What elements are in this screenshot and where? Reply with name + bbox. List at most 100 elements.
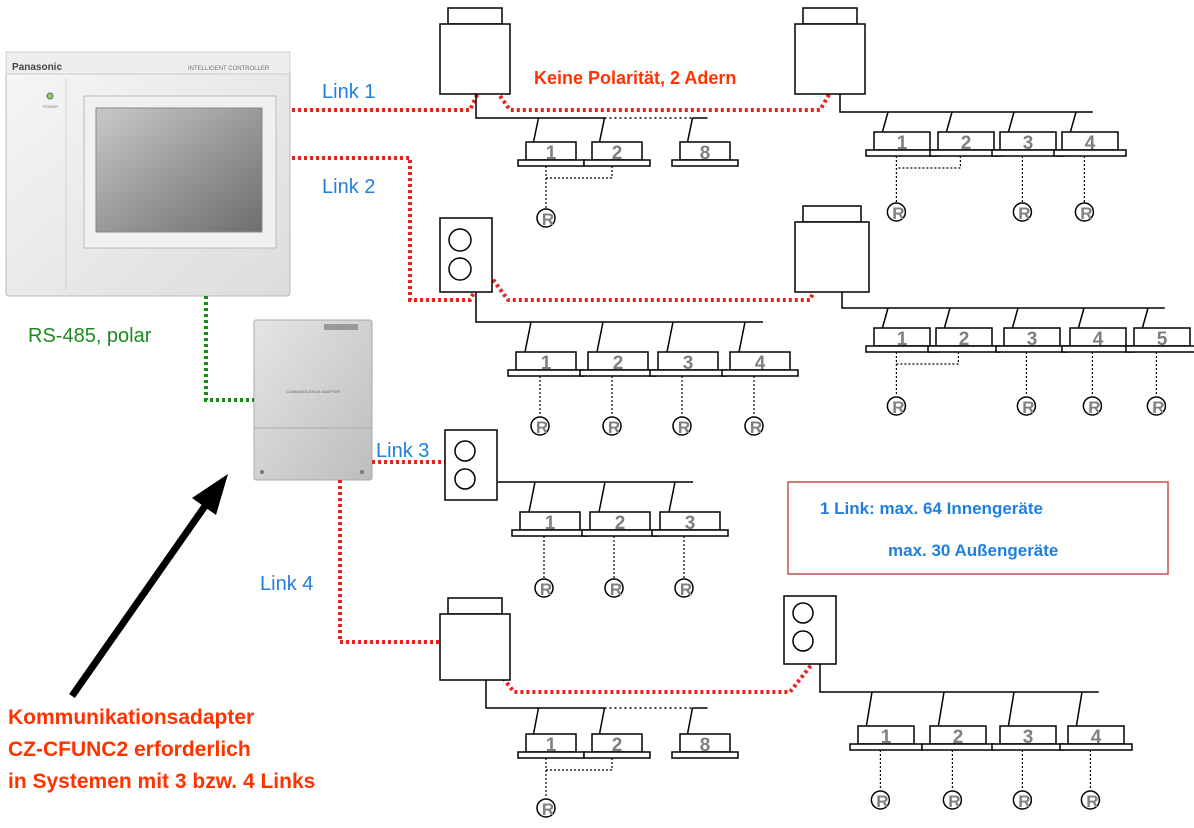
remote-control-icon xyxy=(886,396,907,416)
indoor-unit: 1 xyxy=(865,307,939,353)
refrigerant-branch xyxy=(598,481,606,513)
outdoor-unit-6 xyxy=(439,597,511,681)
remote-symbol: R xyxy=(1018,792,1030,811)
indoor-unit: 1 xyxy=(507,321,585,377)
remote-wire xyxy=(546,166,613,179)
indoor-unit-number: 8 xyxy=(700,143,711,164)
remote-control-icon xyxy=(536,798,556,818)
refrigerant-branch xyxy=(598,707,606,735)
remote-symbol: R xyxy=(1152,398,1164,417)
indoor-unit: 3 xyxy=(991,691,1065,751)
indoor-unit: 4 xyxy=(721,321,799,377)
refrigerant-branch xyxy=(881,307,889,329)
wire-link4-b xyxy=(490,662,814,694)
indoor-unit-number: 3 xyxy=(1023,727,1034,748)
indoor-unit-number: 1 xyxy=(541,353,552,374)
indoor-unit-number: 1 xyxy=(546,143,557,164)
indoor-unit-number: 4 xyxy=(1085,133,1096,154)
indoor-unit: 1 xyxy=(511,481,589,537)
indoor-unit: 5 xyxy=(1125,307,1194,353)
indoor-unit: 2 xyxy=(583,707,651,759)
indoor-unit: 1 xyxy=(865,111,939,157)
indoor-unit: 1 xyxy=(849,691,923,751)
remote-symbol: R xyxy=(876,792,888,811)
indoor-unit: 1 xyxy=(517,117,585,167)
indoor-unit: 3 xyxy=(649,321,727,377)
remote-symbol: R xyxy=(948,792,960,811)
remote-control-icon xyxy=(1016,396,1037,416)
remote-control-icon xyxy=(744,416,764,436)
refrigerant-branch xyxy=(666,321,674,353)
outdoor-unit-2 xyxy=(794,7,866,95)
remote-control-icon xyxy=(886,202,907,222)
indoor-unit: 2 xyxy=(581,481,659,537)
controller-screen xyxy=(95,107,263,233)
refrigerant-branch xyxy=(532,707,540,735)
outdoor-unit-5-fan xyxy=(444,429,498,501)
indoor-unit-number: 1 xyxy=(897,133,908,154)
remote-control-icon xyxy=(1012,790,1033,810)
refrigerant-branch xyxy=(1011,307,1019,329)
indoor-unit-base xyxy=(583,751,651,759)
indoor-unit: 2 xyxy=(929,111,1003,157)
adapter-label: COMMUNICATION ADAPTER xyxy=(286,389,340,394)
indoor-unit-base xyxy=(671,751,739,759)
indoor-unit-number: 3 xyxy=(685,513,696,534)
remote-symbol: R xyxy=(892,398,904,417)
link1-label: Link 1 xyxy=(322,81,375,103)
remote-control-icon xyxy=(870,790,891,810)
indoor-unit: 2 xyxy=(927,307,1001,353)
remote-symbol: R xyxy=(608,418,620,437)
remote-symbol: R xyxy=(536,418,548,437)
refrigerant-branch xyxy=(738,321,746,353)
refrigerant-branch xyxy=(532,117,540,143)
indoor-unit-number: 1 xyxy=(546,735,557,756)
indoor-unit: 8 xyxy=(671,117,739,167)
indoor-unit-base xyxy=(1059,743,1133,751)
indoor-unit: 4 xyxy=(1053,111,1127,157)
fan-icon xyxy=(448,257,472,281)
indoor-unit-number: 3 xyxy=(1023,133,1034,154)
remote-control-icon xyxy=(536,208,556,228)
indoor-unit: 2 xyxy=(921,691,995,751)
indoor-unit-number: 4 xyxy=(1093,329,1104,350)
refrigerant-branch xyxy=(1069,111,1077,133)
indoor-unit: 4 xyxy=(1059,691,1133,751)
refrigerant-line xyxy=(475,94,539,119)
link4-label: Link 4 xyxy=(260,573,313,595)
refrigerant-branch xyxy=(1075,691,1083,727)
indoor-unit-number: 2 xyxy=(961,133,972,154)
indoor-unit-base xyxy=(651,529,729,537)
refrigerant-branch xyxy=(945,111,953,133)
fan-icon xyxy=(448,228,472,252)
refrigerant-branch xyxy=(598,117,606,143)
refrigerant-line xyxy=(841,292,888,309)
remote-symbol: R xyxy=(1080,204,1092,223)
refrigerant-branch xyxy=(686,117,694,143)
refrigerant-line xyxy=(485,680,539,709)
outdoor-unit-3-fan xyxy=(439,217,493,293)
remote-control-icon xyxy=(604,578,624,598)
intelligent-controller: Panasonic INTELLIGENT CONTROLLER POWER xyxy=(5,51,291,297)
indoor-unit-base xyxy=(583,159,651,167)
indoor-unit: 2 xyxy=(579,321,657,377)
indoor-unit: 3 xyxy=(995,307,1069,353)
indoor-unit-base xyxy=(721,369,799,377)
indoor-unit-number: 2 xyxy=(612,735,623,756)
indoor-unit-number: 3 xyxy=(1027,329,1038,350)
indoor-unit-base xyxy=(1125,345,1194,353)
indoor-unit-number: 1 xyxy=(545,513,556,534)
indoor-unit-number: 2 xyxy=(612,143,623,164)
remote-control-icon xyxy=(674,578,694,598)
indoor-unit-number: 4 xyxy=(755,353,766,374)
remote-symbol: R xyxy=(542,800,554,819)
remote-symbol: R xyxy=(892,204,904,223)
indoor-unit-number: 2 xyxy=(615,513,626,534)
remote-wire xyxy=(896,352,960,365)
refrigerant-branch xyxy=(1077,307,1085,329)
outdoor-unit-4 xyxy=(794,205,870,293)
communication-adapter: COMMUNICATION ADAPTER xyxy=(253,319,373,481)
refrigerant-branch xyxy=(668,481,676,513)
